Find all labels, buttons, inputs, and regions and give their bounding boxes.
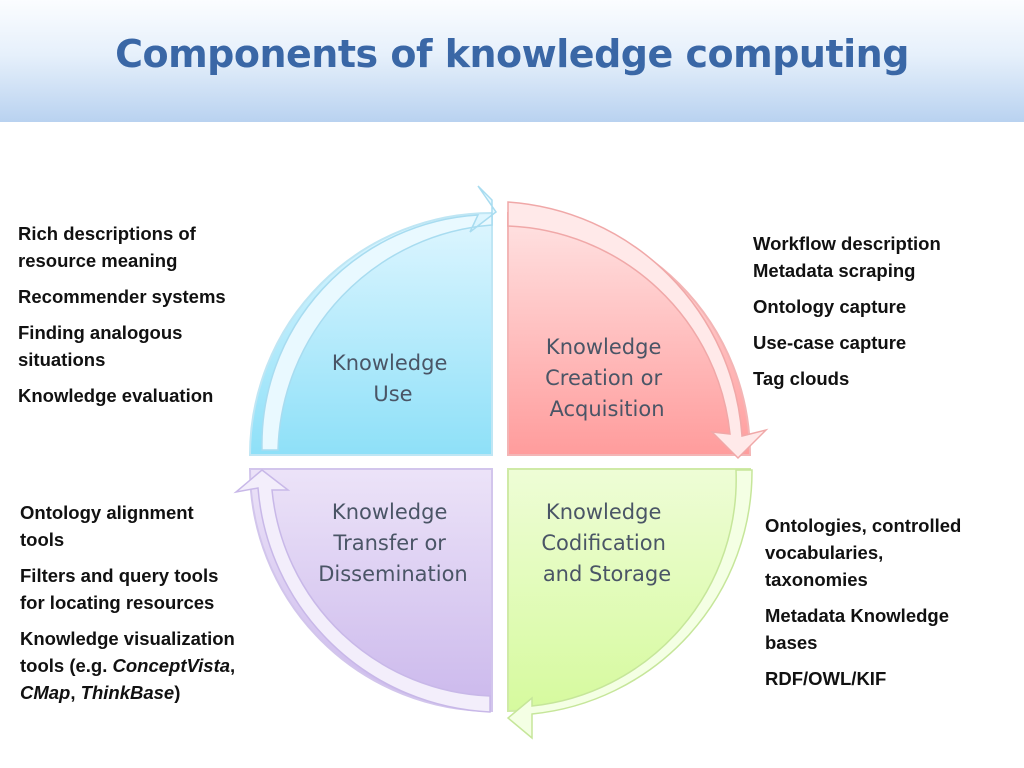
title-band (0, 0, 1024, 122)
quadrant-label-creation: Knowledge Creation or Acquisition (545, 335, 669, 421)
list-item: RDF/OWL/KIF (765, 668, 887, 689)
list-knowledge-transfer: Ontology alignment tools Filters and que… (20, 499, 290, 715)
arrow-clockwise-icon (507, 201, 769, 460)
list-item: Ontologies, controlled vocabularies, tax… (765, 515, 962, 590)
quadrant-label-transfer: Knowledge Transfer or Dissemination (318, 500, 468, 586)
arrow-clockwise-icon (261, 185, 498, 451)
list-item: Filters and query tools for locating res… (20, 565, 219, 613)
page-title: Components of knowledge computing (115, 32, 909, 76)
quadrant-knowledge-transfer (233, 468, 493, 713)
list-item: Knowledge evaluation (18, 385, 214, 406)
list-knowledge-codification: Ontologies, controlled vocabularies, tax… (765, 512, 1020, 701)
quadrant-knowledge-codification (506, 468, 753, 740)
list-item: Ontology alignment tools (20, 502, 194, 550)
list-item: Metadata Knowledge bases (765, 605, 949, 653)
list-knowledge-use: Rich descriptions of resource meaning Re… (18, 220, 268, 418)
list-knowledge-creation: Workflow description Metadata scraping O… (753, 230, 1013, 401)
list-item: Ontology capture (753, 296, 907, 317)
arrow-clockwise-icon (233, 469, 491, 713)
list-item: Rich descriptions of resource meaning (18, 223, 196, 271)
list-item: Finding analogous situations (18, 322, 183, 370)
quadrant-knowledge-use (248, 185, 498, 456)
list-item: Knowledge visualization tools (e.g. Conc… (20, 628, 236, 703)
list-item: Tag clouds (753, 368, 850, 389)
list-item: Use-case capture (753, 332, 907, 353)
quadrant-label-use: Knowledge Use (332, 351, 454, 406)
quadrant-label-codification: Knowledge Codification and Storage (541, 500, 672, 586)
quadrant-knowledge-creation (507, 201, 769, 460)
arrow-clockwise-icon (506, 469, 753, 740)
list-item: Workflow description Metadata scraping (753, 233, 941, 281)
list-item: Recommender systems (18, 286, 226, 307)
